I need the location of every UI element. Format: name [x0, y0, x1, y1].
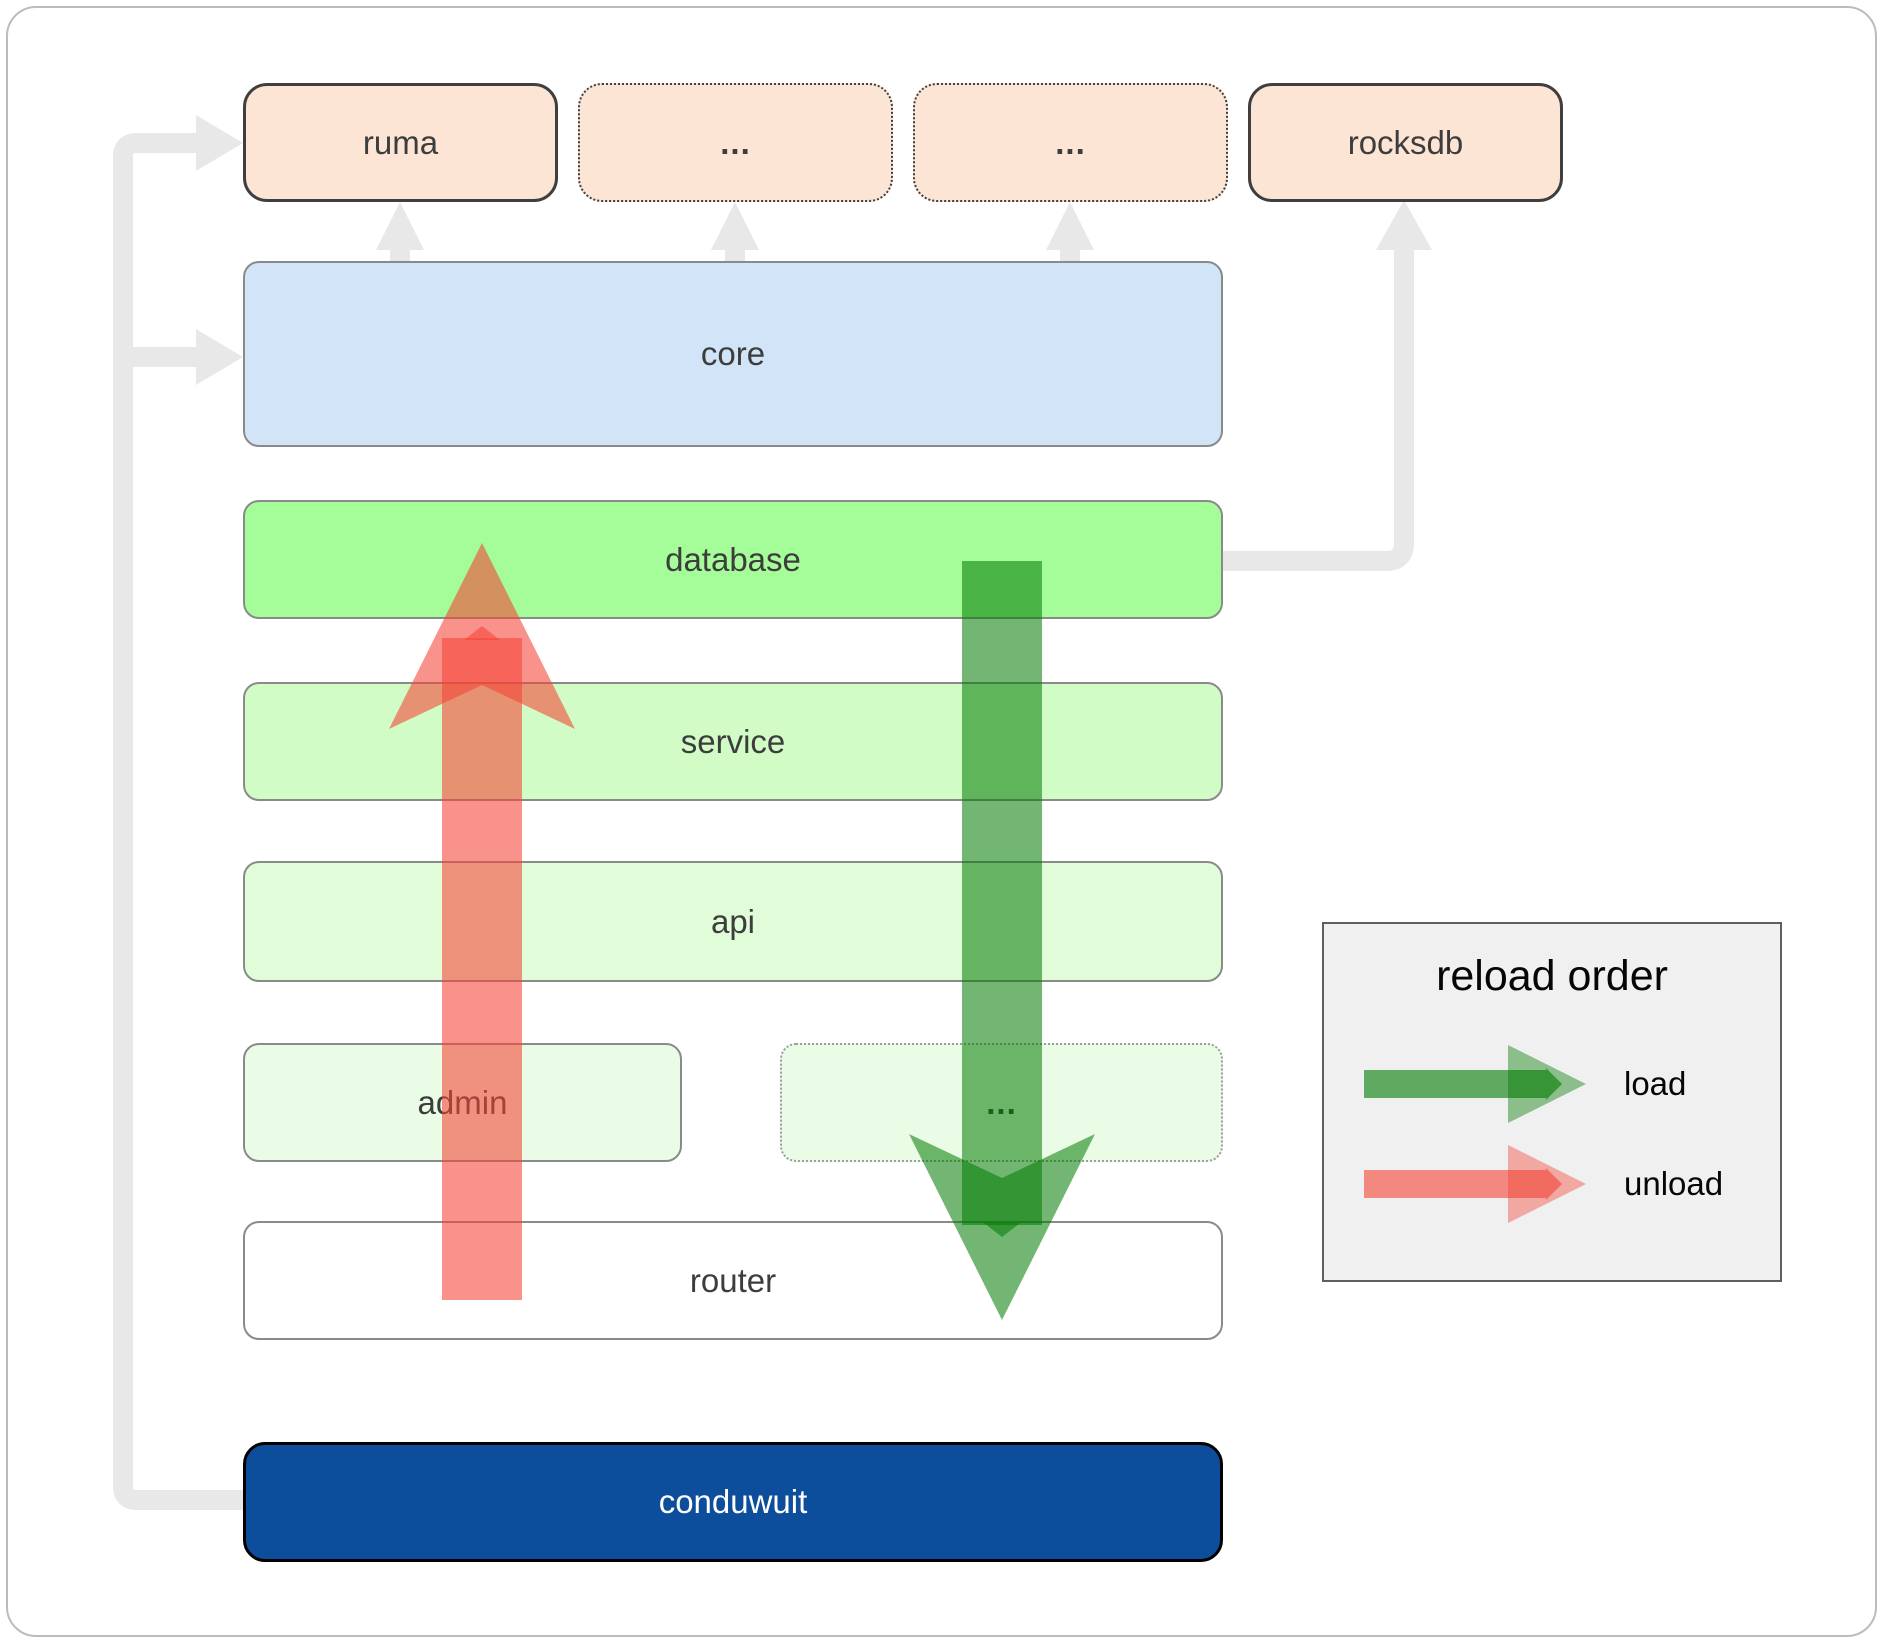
node-api: api	[243, 861, 1223, 982]
outer-frame	[6, 6, 1877, 1637]
node-core-label: core	[700, 335, 766, 372]
legend-load-arrow-shaft	[1364, 1070, 1546, 1098]
legend-unload-arrow-inner-tip	[1546, 1168, 1562, 1200]
node-conduwuit: conduwuit	[243, 1442, 1223, 1562]
node-dependency-b-label: ...	[1055, 123, 1086, 161]
legend-load-arrow-icon	[1364, 1045, 1586, 1123]
node-dependency-b: ...	[913, 83, 1228, 202]
legend-unload-arrow-head	[1508, 1145, 1586, 1223]
node-admin-label: admin	[417, 1083, 508, 1121]
node-service: service	[243, 682, 1223, 801]
node-rocksdb: rocksdb	[1248, 83, 1563, 202]
node-rocksdb-label: rocksdb	[1347, 123, 1464, 161]
node-database: database	[243, 500, 1223, 619]
node-service-label: service	[680, 722, 786, 760]
legend-load-arrow-inner-tip	[1546, 1068, 1562, 1100]
node-router: router	[243, 1221, 1223, 1340]
legend-load-label: load	[1624, 1065, 1687, 1102]
legend-unload-arrow-icon	[1364, 1145, 1586, 1223]
node-database-label: database	[665, 540, 801, 578]
node-conduwuit-label: conduwuit	[658, 1483, 808, 1520]
node-admin: admin	[243, 1043, 682, 1162]
node-dependency-a: ...	[578, 83, 893, 202]
node-api-label: api	[710, 902, 756, 940]
legend-load-arrow-head	[1508, 1045, 1586, 1123]
node-ruma: ruma	[243, 83, 558, 202]
node-ruma-label: ruma	[362, 123, 439, 161]
node-dependency-a-label: ...	[720, 123, 751, 161]
node-admin-more: ...	[780, 1043, 1223, 1162]
legend: reload order load unload	[1322, 922, 1782, 1282]
legend-unload-arrow-shaft	[1364, 1170, 1546, 1198]
legend-title: reload order	[1436, 952, 1668, 1000]
node-admin-more-label: ...	[986, 1083, 1017, 1121]
legend-unload-label: unload	[1624, 1165, 1724, 1202]
node-core: core	[243, 261, 1223, 447]
node-router-label: router	[689, 1261, 777, 1299]
